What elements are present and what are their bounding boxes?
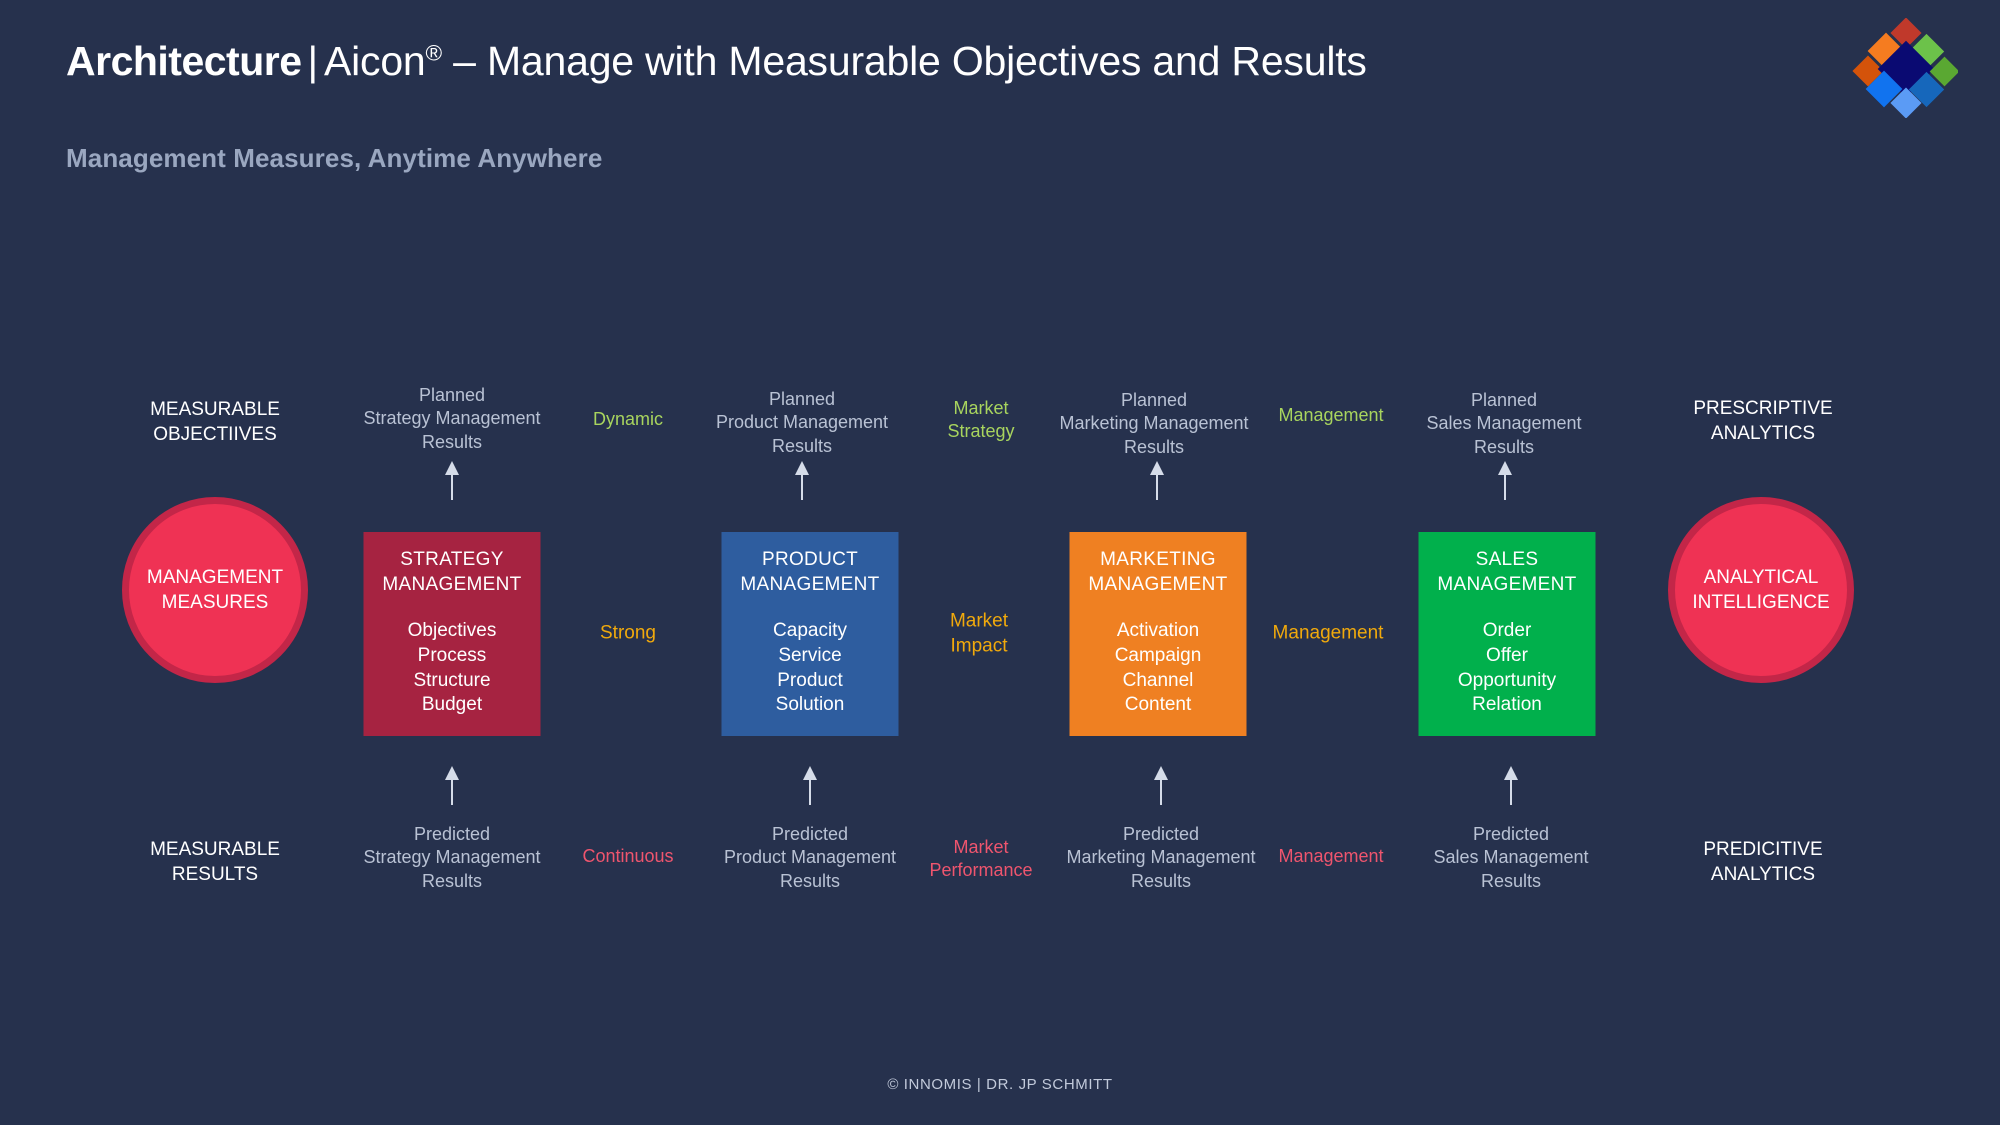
arrow-up-icon [1150,461,1164,500]
arrow-up-product-bottom [801,765,819,810]
list-item: Process [417,645,487,667]
list-item: Campaign [1114,645,1202,667]
arrow-up-icon [1154,766,1168,805]
toplabel-management: Management [1278,405,1384,425]
page-title-product: Aicon [323,38,426,84]
page-title-tagline: – Manage with Measurable Objectives and … [441,38,1367,84]
registered-trademark-icon: ® [425,40,443,66]
green-diamond [1929,56,1960,87]
arrow-up-sales-top [1496,460,1514,505]
footer-credit: © INNOMIS | DR. JP SCHMITT [887,1076,1113,1093]
page-subtitle: Management Measures, Anytime Anywhere [66,143,603,173]
arrow-up-marketing-bottom [1152,765,1170,810]
list-item: Product [777,669,843,691]
arrow-up-icon [795,461,809,500]
botlabel-continuous: Continuous [582,846,674,866]
midlabel-strong: Strong [600,622,656,644]
arrow-up-strategy-top [443,460,461,505]
arrow-up-icon [1498,461,1512,500]
list-item: Relation [1472,694,1542,716]
arrow-up-icon [445,766,459,805]
botlabel-management: Management [1278,846,1384,866]
list-item: Activation [1116,620,1200,642]
list-item: Solution [775,694,845,716]
list-item: Opportunity [1457,669,1557,691]
arrow-up-icon [803,766,817,805]
logo-tiles [1852,17,1960,119]
arrow-up-product-top [793,460,811,505]
toplabel-dynamic: Dynamic [592,409,664,429]
list-item: Objectives [407,620,497,642]
innomis-diamond-logo [1848,17,1960,119]
page-title: Architecture|Aicon® – Manage with Measur… [66,38,1367,85]
arrow-up-icon [1504,766,1518,805]
list-item: Budget [421,694,483,716]
arrow-up-marketing-top [1148,460,1166,505]
list-item: Channel [1122,669,1194,691]
page-title-strong: Architecture [66,38,302,84]
list-item: Capacity [773,620,847,642]
midlabel-management: Management [1272,622,1384,644]
list-item: Order [1482,620,1532,642]
page-title-separator: | [307,38,319,84]
list-item: Content [1124,694,1192,716]
list-item: Offer [1486,645,1528,667]
bright-blue-diamond [1865,70,1903,108]
list-item: Structure [413,669,491,691]
arrow-up-strategy-bottom [443,765,461,810]
arrow-up-sales-bottom [1502,765,1520,810]
arrow-up-icon [445,461,459,500]
list-item: Service [778,645,842,667]
logo-svg [1852,17,1960,119]
